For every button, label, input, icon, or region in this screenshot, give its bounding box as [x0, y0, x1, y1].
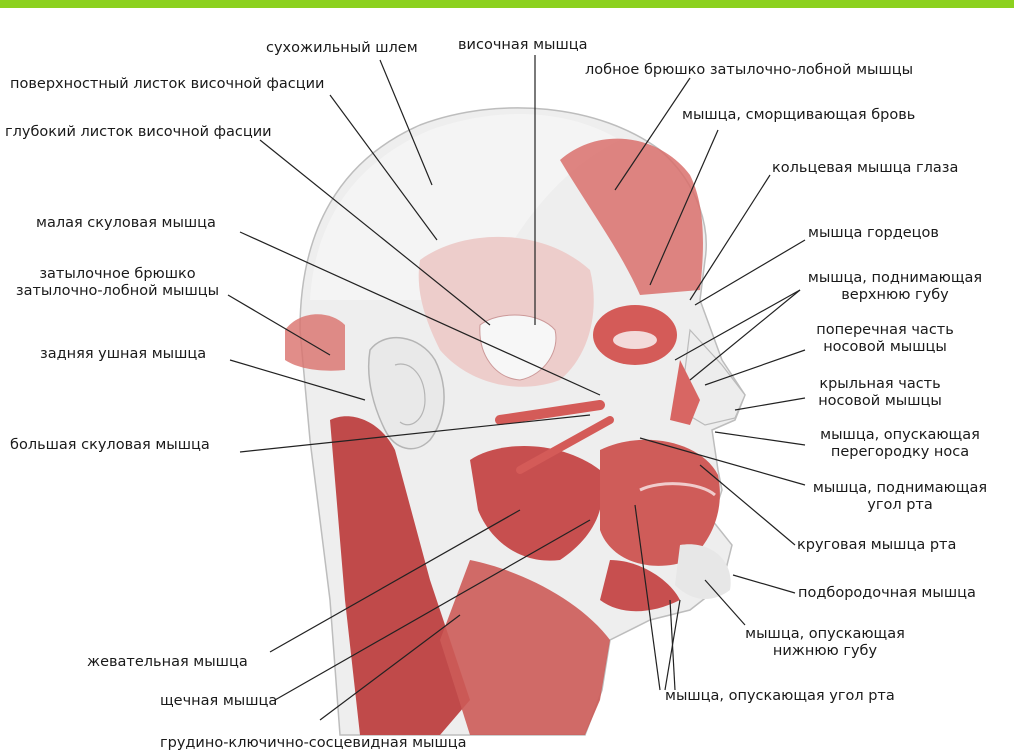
- label-levator-labii: мышца, поднимающая верхнюю губу: [795, 270, 995, 304]
- label-depressor-septi: мышца, опускающая перегородку носа: [800, 427, 1000, 461]
- label-levator-labii-line2: верхнюю губу: [795, 287, 995, 304]
- label-nasalis-transverse-line1: поперечная часть: [800, 322, 970, 339]
- label-depressor-septi-line2: перегородку носа: [800, 444, 1000, 461]
- occipital-belly-muscle: [285, 314, 345, 370]
- label-occipital-belly-line2: затылочно-лобной мышцы: [10, 283, 225, 300]
- label-levator-anguli: мышца, поднимающая угол рта: [800, 480, 1000, 514]
- label-superficial-temporal-fascia: поверхностный листок височной фасции: [10, 76, 324, 93]
- label-temporalis: височная мышца: [458, 37, 588, 54]
- label-levator-anguli-line1: мышца, поднимающая: [800, 480, 1000, 497]
- label-nasalis-transverse-line2: носовой мышцы: [800, 339, 970, 356]
- label-depressor-labii-line1: мышца, опускающая: [735, 626, 915, 643]
- label-levator-anguli-line2: угол рта: [800, 497, 1000, 514]
- label-aponeurosis: сухожильный шлем: [266, 40, 418, 57]
- label-zygomaticus-major: большая скуловая мышца: [10, 437, 210, 454]
- label-masseter: жевательная мышца: [87, 654, 248, 671]
- label-levator-labii-line1: мышца, поднимающая: [795, 270, 995, 287]
- label-deep-temporal-fascia: глубокий листок височной фасции: [5, 124, 272, 141]
- label-corrugator: мышца, сморщивающая бровь: [682, 107, 915, 124]
- label-nasalis-alar: крыльная часть носовой мышцы: [800, 376, 960, 410]
- label-procerus: мышца гордецов: [808, 225, 939, 242]
- label-depressor-labii: мышца, опускающая нижнюю губу: [735, 626, 915, 660]
- label-zygomaticus-minor: малая скуловая мышца: [36, 215, 216, 232]
- label-posterior-auricular: задняя ушная мышца: [40, 346, 206, 363]
- label-orbicularis-oris: круговая мышца рта: [797, 537, 956, 554]
- label-occipital-belly-line1: затылочное брюшко: [10, 266, 225, 283]
- label-sternocleidomastoid: грудино-ключично-сосцевидная мышца: [160, 735, 467, 752]
- label-frontal-belly: лобное брюшко затылочно-лобной мышцы: [585, 62, 913, 79]
- label-occipital-belly: затылочное брюшко затылочно-лобной мышцы: [10, 266, 225, 300]
- label-depressor-anguli: мышца, опускающая угол рта: [665, 688, 895, 705]
- label-nasalis-alar-line2: носовой мышцы: [800, 393, 960, 410]
- label-orbicularis-oculi: кольцевая мышца глаза: [772, 160, 958, 177]
- label-mentalis: подбородочная мышца: [798, 585, 976, 602]
- label-depressor-labii-line2: нижнюю губу: [735, 643, 915, 660]
- label-depressor-septi-line1: мышца, опускающая: [800, 427, 1000, 444]
- label-buccinator: щечная мышца: [160, 693, 277, 710]
- label-nasalis-alar-line1: крыльная часть: [800, 376, 960, 393]
- label-nasalis-transverse: поперечная часть носовой мышцы: [800, 322, 970, 356]
